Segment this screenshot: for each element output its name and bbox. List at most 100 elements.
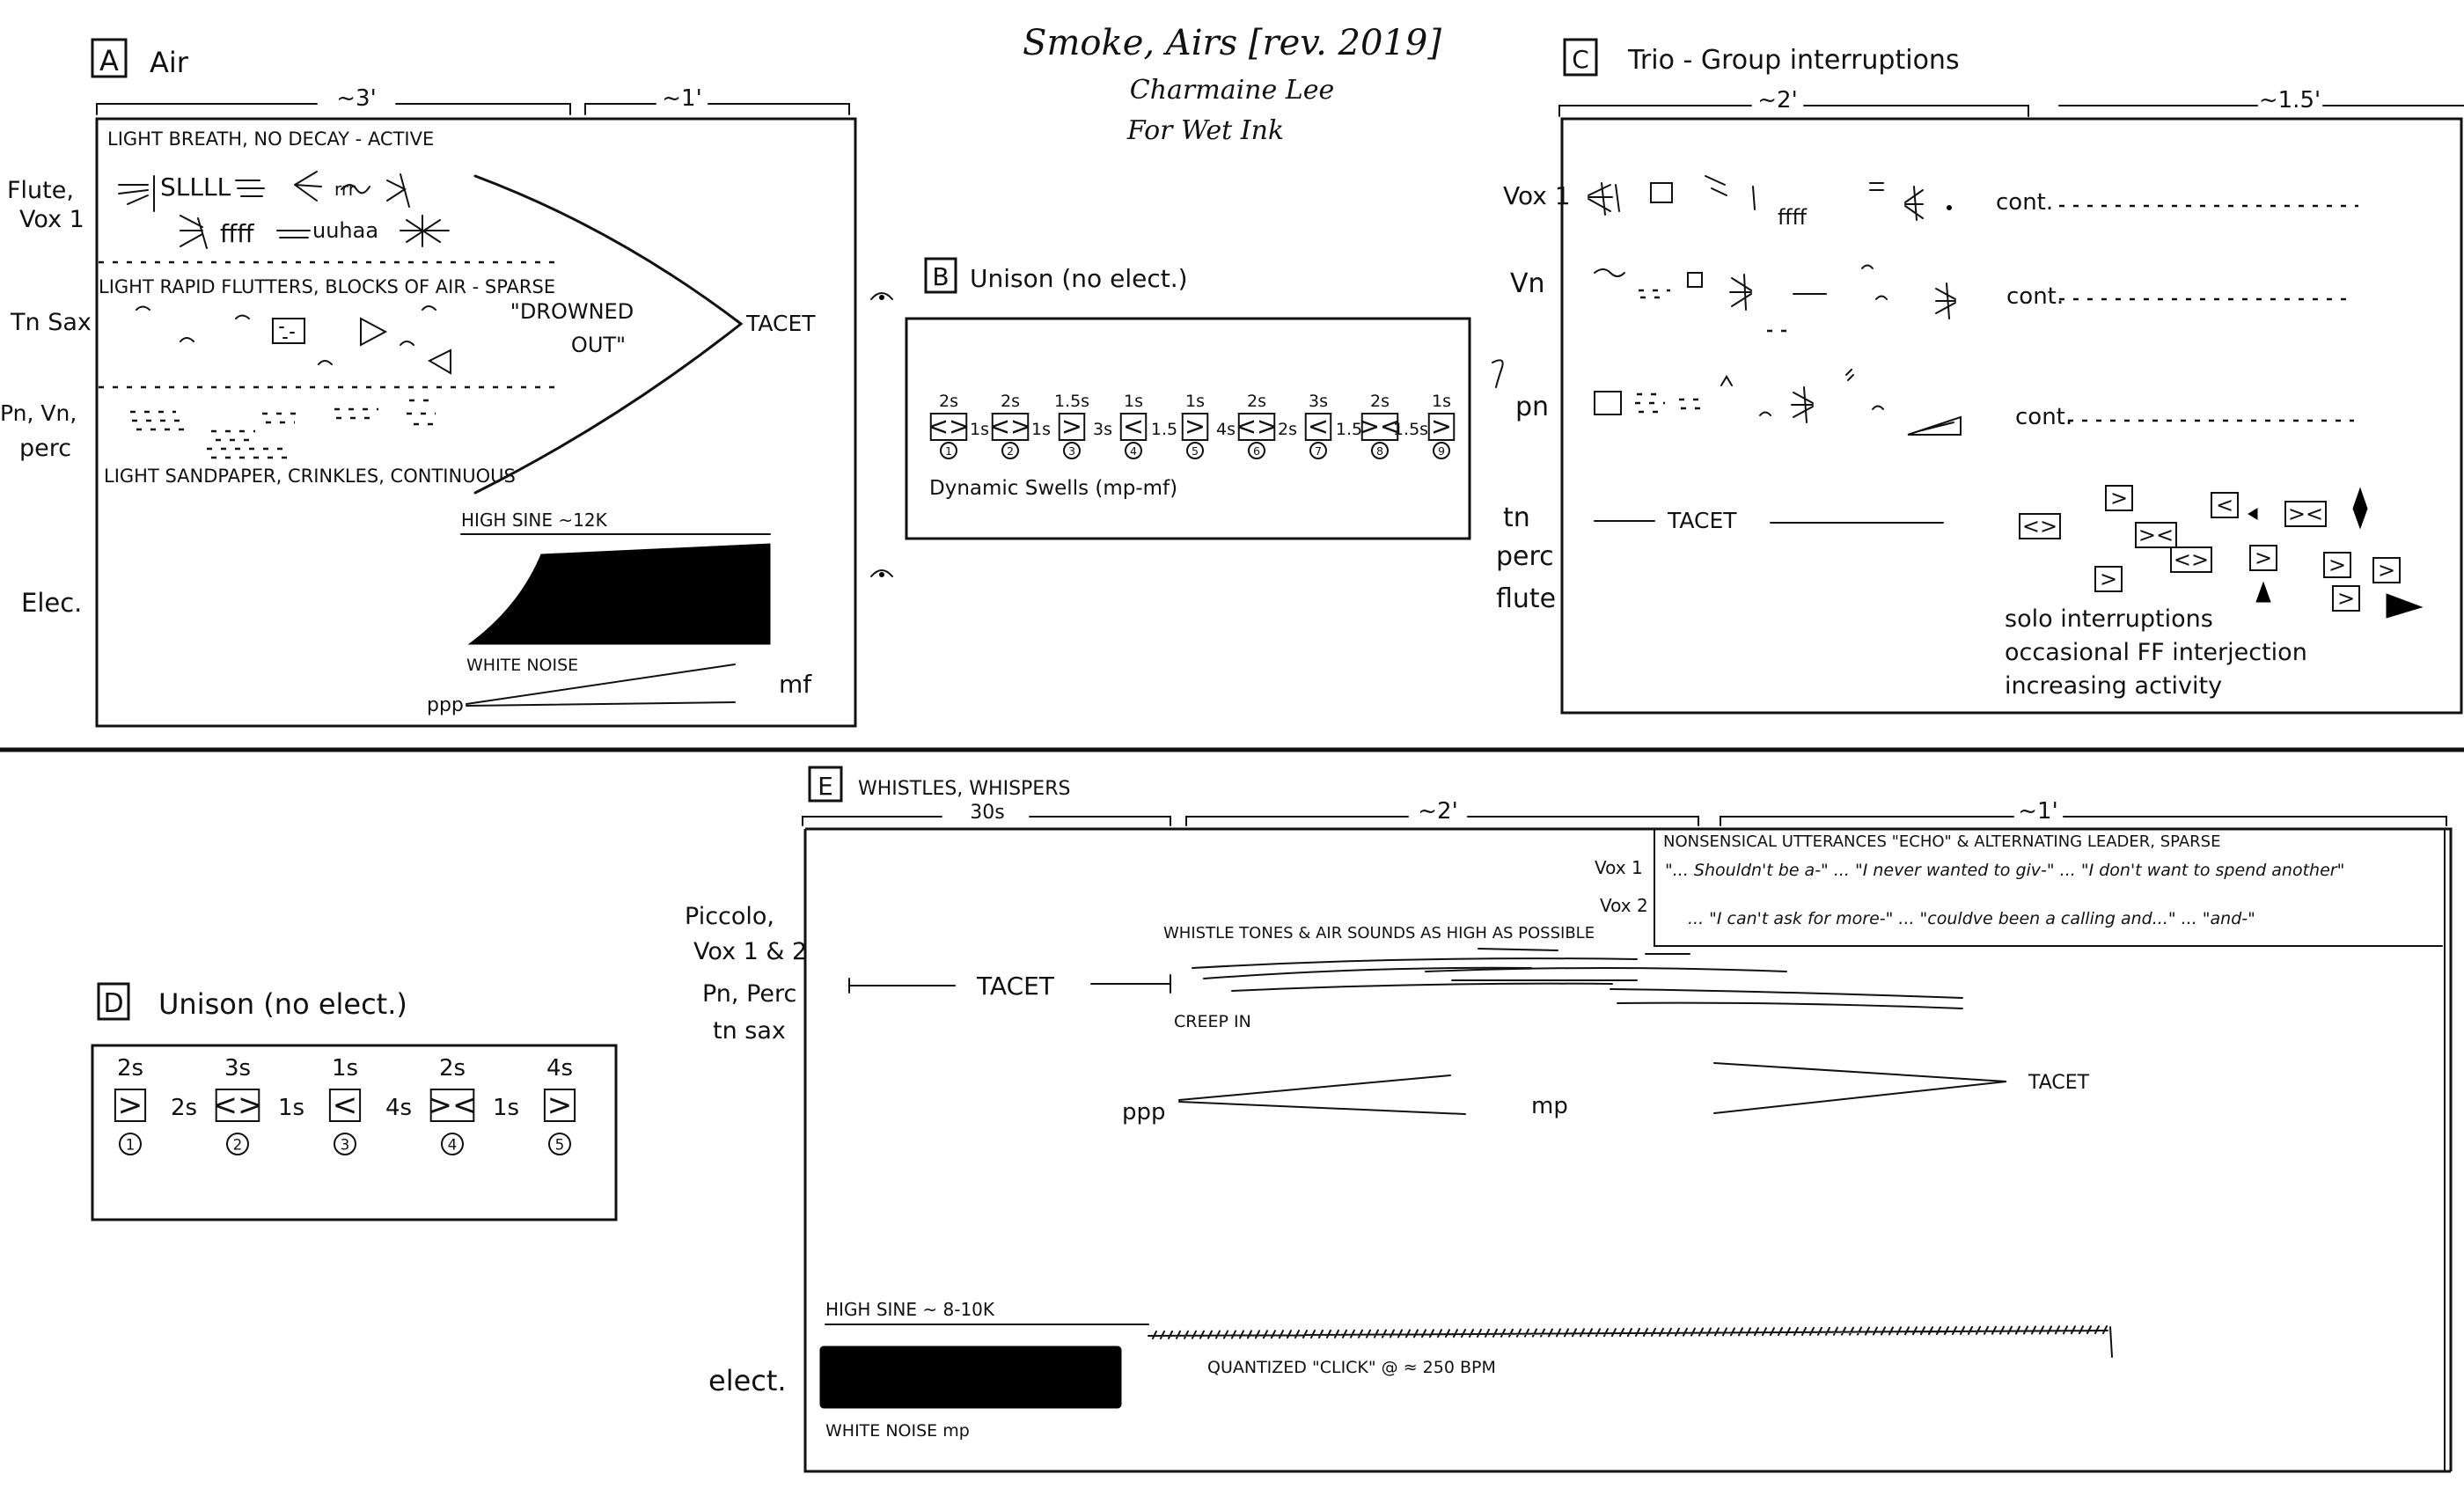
triangle-icon <box>2255 581 2271 603</box>
cont-vox: cont. <box>1996 189 2053 216</box>
interruption-shape: > <box>2378 558 2395 583</box>
event-number: 3 <box>1068 444 1075 458</box>
crescendo-hairpin-e <box>1178 1074 1466 1115</box>
duration-a1: ~3' <box>336 85 376 112</box>
dynamic-shape-box <box>1427 413 1456 441</box>
interruption-box <box>2019 513 2061 539</box>
event-number-circle <box>1186 442 1204 459</box>
vocal-ffff-c: ffff <box>1778 205 1808 230</box>
vox1-whispers: "... Shouldn't be a-" ... "I never wante… <box>1665 861 2344 880</box>
duration-label: 1s <box>332 1055 358 1082</box>
dynamic-mp-e: mp <box>1531 1093 1568 1119</box>
dynamic-shape: > <box>1431 412 1452 441</box>
event-number-circle <box>548 1133 571 1155</box>
section-a-letter-box <box>91 38 128 78</box>
dynamic-shape-box <box>1058 413 1086 441</box>
gap-label: 4s <box>1216 420 1236 439</box>
interruption-box <box>2135 522 2177 548</box>
duration-bracket-a2 <box>708 103 850 115</box>
event-number: 1 <box>126 1136 136 1154</box>
interruption-shape: > <box>2100 567 2117 591</box>
section-a-letter: A <box>99 44 119 77</box>
vox2-whispers: ... "I can't ask for more-" ... "couldve… <box>1688 909 2255 928</box>
section-d-letter: D <box>103 988 123 1019</box>
duration-c1: ~2' <box>1757 87 1797 114</box>
interruption-box <box>2323 552 2351 578</box>
duration-bracket-e3 <box>2063 816 2447 826</box>
gap-label: 1s <box>1031 420 1051 439</box>
interruption-box <box>2094 566 2123 592</box>
section-e-frame <box>803 827 2453 1473</box>
duration-bracket-c1 <box>1558 105 1752 117</box>
section-b-letter: B <box>932 262 949 291</box>
dynamic-shape: < <box>1123 412 1144 441</box>
vn-gesture-icon <box>1594 264 1956 333</box>
creep-in: CREEP IN <box>1174 1012 1251 1031</box>
dynamic-shape: > <box>547 1088 573 1123</box>
section-c-letter: C <box>1572 45 1589 74</box>
section-c-letter-box <box>1563 38 1598 77</box>
tacet-e: TACET <box>976 972 1055 1001</box>
interruption-shape: < <box>2216 493 2233 517</box>
event-number: 2 <box>1007 444 1014 458</box>
dynamic-ppp-e: ppp <box>1122 1099 1166 1126</box>
dynamic-shape: <> <box>928 412 970 441</box>
event-number-circle <box>1433 442 1450 459</box>
occasional-interjection: occasional FF interjection <box>2005 639 2307 666</box>
interruption-shape: > <box>2337 586 2355 611</box>
duration-e2: ~2' <box>1418 798 1457 825</box>
duration-label: 1.5s <box>1054 392 1089 411</box>
event-number-circle <box>1371 442 1389 459</box>
vocal-ffff: ffff <box>220 219 254 248</box>
dynamic-shape: >< <box>1359 412 1401 441</box>
duration-bracket-c1 <box>1803 105 2029 117</box>
dynamic-shape-box <box>114 1089 147 1122</box>
event-number: 4 <box>448 1136 458 1154</box>
duration-a2: ~1' <box>662 85 701 112</box>
crescendo-hairpin <box>466 664 736 707</box>
event-number: 7 <box>1315 444 1322 458</box>
section-d-frame <box>91 1044 618 1221</box>
event-number-circle <box>1001 442 1019 459</box>
flutter-gesture-icon <box>136 305 451 375</box>
interruption-box <box>2372 557 2401 583</box>
dynamic-shape: > <box>1184 412 1206 441</box>
instrument-pn-vn: Pn, Vn, <box>0 400 77 426</box>
dynamic-shape: >< <box>427 1088 477 1123</box>
interruption-shape: > <box>2110 486 2128 510</box>
duration-bracket-e2 <box>1467 816 1699 826</box>
instrument-pn-c: pn <box>1515 392 1549 422</box>
duration-bracket-a1 <box>96 103 318 115</box>
dynamic-shape-box <box>1360 413 1399 441</box>
event-number: 6 <box>1253 444 1260 458</box>
interruption-shape: >< <box>2138 523 2174 547</box>
vox2-label-e: Vox 2 <box>1600 895 1648 916</box>
section-b-frame <box>905 317 1471 540</box>
whistle-tones: WHISTLE TONES & AIR SOUNDS AS HIGH AS PO… <box>1163 924 1595 942</box>
interruption-box <box>2332 585 2360 612</box>
dynamic-shape-box <box>215 1089 260 1122</box>
dynamic-shape: > <box>1061 412 1082 441</box>
event-number: 4 <box>1130 444 1137 458</box>
white-noise-block-e <box>819 1346 1122 1409</box>
vocal-rrr: rrr <box>334 179 356 200</box>
interruption-shape: <> <box>2174 547 2209 572</box>
diamond-icon <box>2352 487 2368 530</box>
tacet-c: TACET <box>1667 508 1737 533</box>
event-number: 8 <box>1376 444 1383 458</box>
section-c-frame <box>1560 117 2463 715</box>
duration-label: 1s <box>1185 392 1205 411</box>
triangle-icon <box>2248 508 2258 520</box>
dynamic-shape-box <box>1119 413 1148 441</box>
score-title: Smoke, Airs [rev. 2019] <box>1023 23 1441 63</box>
instrument-flute-c: flute <box>1496 583 1556 614</box>
dynamic-ppp-a: ppp <box>427 694 464 716</box>
drowned-out-1: "DROWNED <box>510 299 634 324</box>
section-a-name: Air <box>150 46 189 79</box>
instrument-vox1-c: Vox 1 <box>1503 181 1571 210</box>
section-b-letter-box <box>924 257 957 294</box>
duration-label: 1s <box>1124 392 1143 411</box>
drowned-out-2: OUT" <box>571 333 626 357</box>
section-e-letter-box <box>808 766 843 803</box>
dynamic-shape-box <box>543 1089 576 1122</box>
